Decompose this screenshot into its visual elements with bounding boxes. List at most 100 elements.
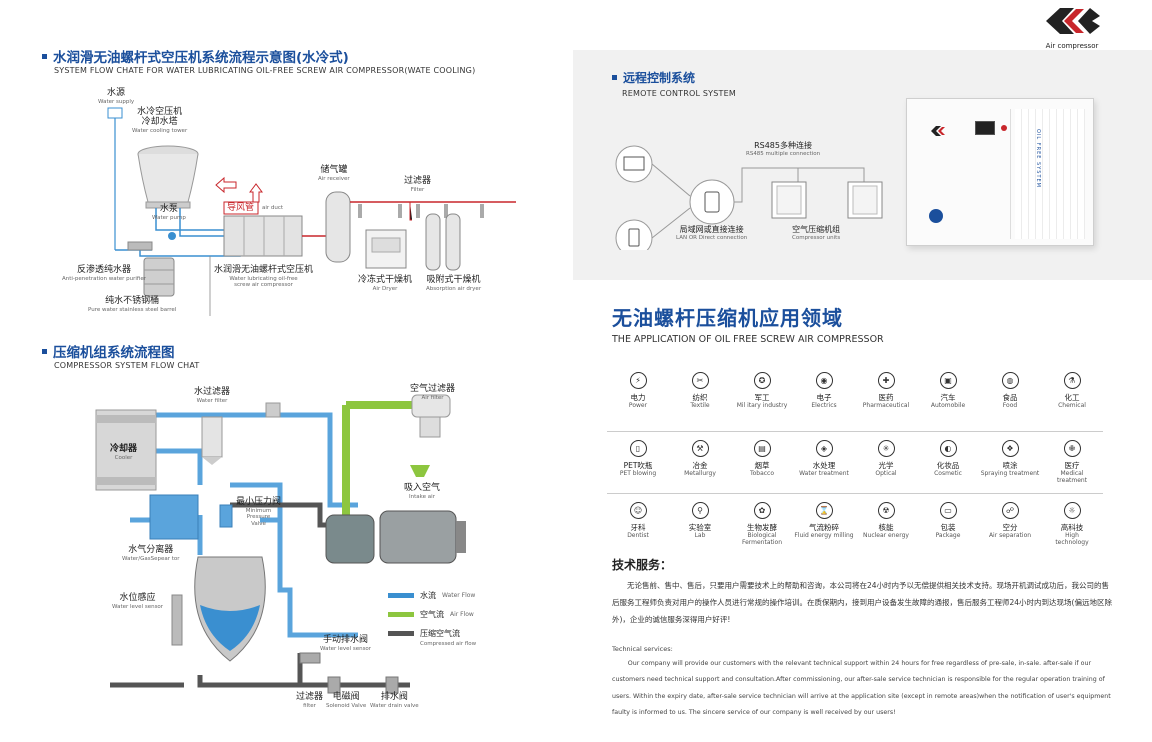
separator-tank-icon [194, 556, 266, 662]
logo-icon [1046, 8, 1100, 34]
tech-services-title: 技术服务： [612, 558, 673, 572]
bullet-icon [42, 53, 47, 59]
label-rs485: RS485多种连接 RS485 multiple connection [746, 141, 821, 157]
water-cooled-flow-diagram [107, 107, 516, 316]
pharmaceutical-icon: ✚ [877, 372, 895, 389]
tooth-icon: ☺ [629, 502, 647, 519]
left-bottom-title: 压缩机组系统流程图 [42, 341, 175, 361]
label-bottom-filter: 过滤器 filter [296, 692, 324, 709]
cosmetic-icon: ◐ [939, 440, 957, 457]
label-min-pressure-valve: 最小压力阀 Minimum Pressure Valve [236, 497, 282, 528]
label-receiver: 储气罐 Air receiver [318, 165, 350, 182]
tech-services-en: Our company will provide our customers w… [612, 660, 1111, 717]
medical-icon: ✙ [1063, 440, 1081, 457]
label-separator: 水气分离器 Water/GasSepear tor [122, 545, 180, 562]
application-subtitle: THE APPLICATION OF OIL FREE SCREW AIR CO… [612, 334, 884, 345]
tech-services-en-heading: Technical services: [612, 645, 673, 653]
label-air-filter: 空气过滤器 Air filter [410, 384, 456, 401]
filter-icons [358, 204, 484, 218]
label-absorption-dryer: 吸附式干燥机 Absorption air dryer [426, 275, 482, 292]
automobile-icon: ▣ [939, 372, 957, 389]
machine-front-panel [921, 109, 1011, 239]
machine-logo-icon [931, 126, 945, 136]
milling-icon: ⌛ [815, 502, 833, 519]
label-intake-air: 吸入空气 Intake air [404, 483, 441, 500]
legend-air-flow: 空气流 Air Flow [388, 609, 476, 620]
remote-subtitle: REMOTE CONTROL SYSTEM [622, 89, 736, 98]
machine-emergency-button [1001, 125, 1007, 131]
router-icon [689, 179, 735, 225]
left-top-subtitle: SYSTEM FLOW CHATE FOR WATER LUBRICATING … [54, 66, 476, 75]
compressor-unit-icon [223, 215, 303, 257]
flow-legend: 水流 Water Flow 空气流 Air Flow 压缩空气流 Compres… [388, 590, 476, 648]
label-manual-drain: 手动排水阀 Water level sensor [320, 635, 372, 652]
remote-title: 远程控制系统 [612, 69, 695, 86]
logo: Air compressor [1040, 4, 1104, 50]
label-filter: 过滤器 Filter [404, 176, 432, 193]
label-cooler: 冷却器 Cooler [110, 444, 138, 461]
machine-side-panel: OIL FREE SYSTEM [1015, 109, 1085, 239]
machine-badge [929, 209, 943, 223]
remote-network-diagram [615, 145, 883, 250]
label-level-sensor: 水位感应 Water level sensor [112, 593, 164, 610]
bullet-icon [612, 75, 617, 80]
legend-compressed-swatch [388, 631, 414, 636]
machine-side-text: OIL FREE SYSTEM [1035, 129, 1041, 188]
legend-compressed-en: Compressed air flow [420, 641, 477, 647]
legend-compressed-air: 压缩空气流 [388, 628, 476, 639]
machine-screen [975, 121, 995, 135]
left-top-title: 水润滑无油螺杆式空压机系统流程示意图(水冷式) [42, 46, 349, 66]
label-compressor: 水润滑无油螺杆式空压机 Water lubricating oil-free s… [214, 265, 314, 289]
air-dryer-icon [365, 229, 407, 269]
air-filter-icon [411, 394, 451, 438]
legend-water-flow: 水流 Water Flow [388, 590, 476, 601]
legend-water-swatch [388, 593, 414, 598]
logo-caption: Air compressor [1045, 42, 1099, 50]
bullet-icon [42, 348, 47, 354]
monitor-icon [615, 145, 653, 183]
food-icon: ◍ [1001, 372, 1019, 389]
power-icon: ⚡ [629, 372, 647, 389]
label-purifier: 反渗透纯水器 Anti-penetration water purifier [62, 265, 147, 282]
package-icon: ▭ [939, 502, 957, 519]
cooling-tower-icon [137, 145, 199, 209]
bottle-icon: ▯ [629, 440, 647, 457]
electrics-icon: ◉ [815, 372, 833, 389]
chemical-icon: ⚗ [1063, 372, 1081, 389]
compressor-system-flow-diagram [95, 394, 466, 694]
absorption-dryer-icon [425, 213, 461, 271]
label-air-duct: 导风管 [227, 203, 255, 213]
tech-services-cn: 无论售前、售中、售后，只要用户需要技术上的帮助和咨询，本公司将在24小时内予以无… [612, 581, 1112, 624]
label-drain-valve: 排水阀 Water drain valve [370, 692, 419, 709]
cooler-icon [95, 409, 157, 491]
label-solenoid: 电磁阀 Solenoid Valve [326, 692, 367, 709]
label-lan: 局域网或直接连接 LAN OR Direct connection [676, 225, 748, 241]
label-air-duct-en: air duct [262, 205, 284, 211]
phone-icon [615, 219, 653, 250]
left-bottom-subtitle: COMPRESSOR SYSTEM FLOW CHAT [54, 361, 200, 370]
military-icon: ✪ [753, 372, 771, 389]
label-water-pump: 水泵 Water pump [152, 204, 186, 221]
fermentation-icon: ✿ [753, 502, 771, 519]
label-water-supply: 水源 Water supply [98, 88, 135, 105]
legend-air-swatch [388, 612, 414, 617]
